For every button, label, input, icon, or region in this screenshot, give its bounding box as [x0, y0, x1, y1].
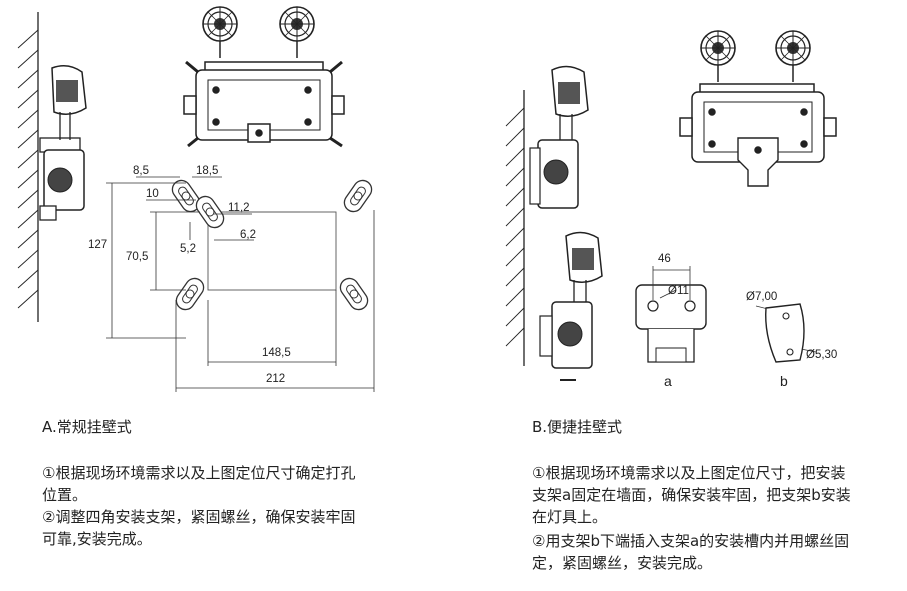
dim-10: 10: [146, 188, 159, 200]
dim-148-5: 148,5: [262, 347, 291, 359]
dim-5-2: 5,2: [180, 243, 196, 255]
section-b-step-2: ②用支架b下端插入支架a的安装槽内并用螺丝固 定，紧固螺丝，安装完成。: [532, 532, 850, 572]
dimension-labels-a: 8,5 18,5 10 11,2 5,2 6,2 127 70,5 148,5 …: [88, 165, 291, 385]
label-b: b: [780, 373, 788, 389]
dim-phi-11: Ø11: [668, 285, 689, 297]
dim-212: 212: [266, 373, 285, 385]
dimension-labels-b: 46 Ø11 Ø7,00 Ø5,30 a b: [658, 253, 837, 389]
dim-8-5: 8,5: [133, 165, 149, 177]
wall-a: [17, 12, 39, 322]
dim-phi-5-3: Ø5,30: [806, 349, 837, 361]
dim-18-5: 18,5: [196, 165, 218, 177]
section-a-title: A.常规挂壁式: [42, 418, 132, 436]
dimension-lines-a: [106, 176, 375, 392]
bracket-a: [635, 284, 707, 363]
dim-phi-7: Ø7,00: [746, 291, 777, 303]
dim-70-5: 70,5: [126, 251, 148, 263]
section-b-step-1: ①根据现场环境需求以及上图定位尺寸，把安装 支架a固定在墙面，确保安装牢固，把支…: [532, 464, 851, 526]
bracket-b: [765, 303, 805, 363]
lamp-side-view-b-upper: [529, 65, 589, 209]
lamp-front-view-a: [183, 6, 345, 148]
mounting-bracket-layout-a: [168, 176, 376, 314]
lamp-side-view-a: [39, 65, 87, 221]
dim-6-2: 6,2: [240, 229, 256, 241]
section-a-step-1: ①根据现场环境需求以及上图定位尺寸确定打孔 位置。: [42, 464, 356, 504]
label-a: a: [664, 373, 672, 389]
wall-b: [505, 90, 525, 366]
section-b-title: B.便捷挂壁式: [532, 418, 623, 436]
lamp-side-view-b-lower: [539, 231, 603, 381]
dim-46: 46: [658, 253, 671, 265]
lamp-front-view-b: [679, 30, 837, 187]
dim-127: 127: [88, 239, 107, 251]
section-a-step-2: ②调整四角安装支架，紧固螺丝，确保安装牢固 可靠,安装完成。: [42, 508, 356, 548]
dim-11-2: 11,2: [228, 202, 250, 214]
